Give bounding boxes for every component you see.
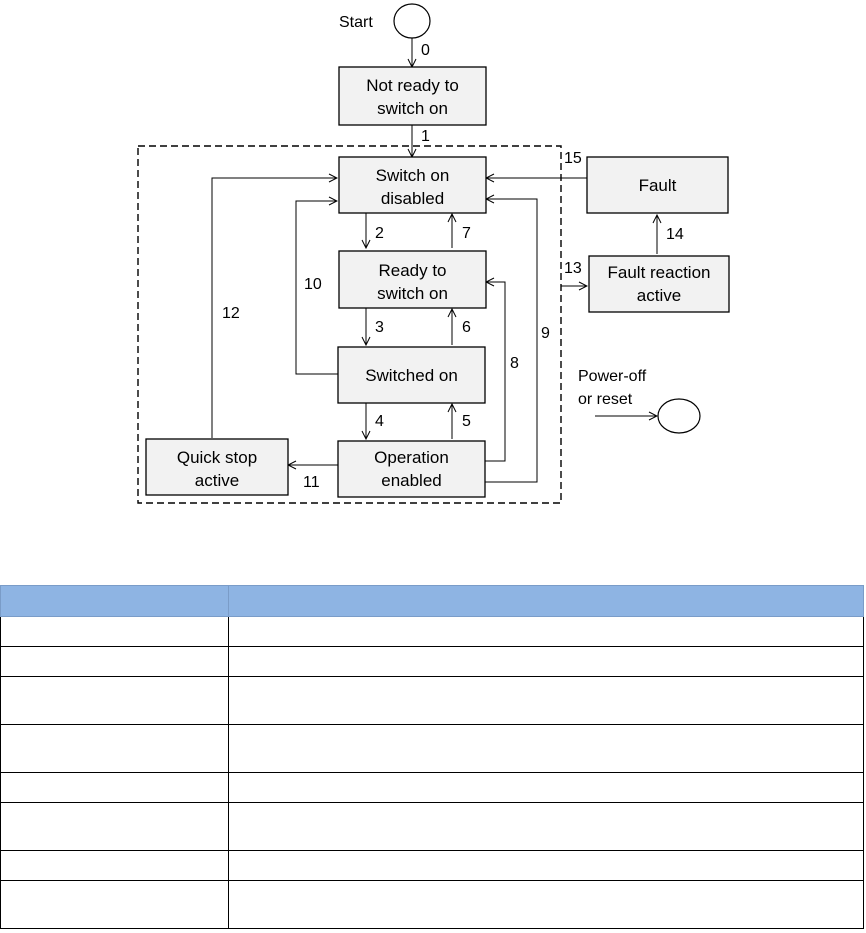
table-cell (228, 772, 864, 803)
dashed-boundary (137, 145, 562, 504)
edge-10 (295, 201, 338, 375)
table-row (0, 772, 864, 803)
transition-label-11: 11 (303, 474, 320, 491)
table-body (0, 616, 864, 929)
state-switch-on-disabled: Switch on disabled (338, 156, 487, 214)
table-cell (228, 616, 864, 647)
transition-label-8: 8 (510, 355, 519, 372)
table-cell (0, 646, 229, 677)
state-machine-diagram: Start Not ready to switch on Switch on d… (137, 3, 730, 504)
transition-label-10: 10 (304, 276, 322, 293)
svg-text:switch on: switch on (377, 284, 448, 303)
transition-label-1: 1 (421, 128, 430, 145)
table-row (0, 676, 864, 725)
table-cell (0, 880, 229, 929)
table-header-row (0, 585, 864, 617)
state-switched-on: Switched on (337, 346, 486, 404)
table-cell (0, 676, 229, 725)
transition-label-6: 6 (462, 319, 471, 336)
svg-text:disabled: disabled (381, 189, 444, 208)
svg-text:Operation: Operation (374, 448, 449, 467)
transition-label-14: 14 (666, 226, 684, 243)
transition-label-4: 4 (375, 413, 384, 430)
svg-text:Switched on: Switched on (365, 366, 458, 385)
transition-label-2: 2 (375, 225, 384, 242)
table-cell (228, 880, 864, 929)
table-cell (228, 646, 864, 677)
edge-9 (485, 199, 538, 483)
svg-text:active: active (195, 471, 239, 490)
svg-text:switch on: switch on (377, 99, 448, 118)
transition-label-5: 5 (462, 413, 471, 430)
svg-text:enabled: enabled (381, 471, 442, 490)
table-row (0, 850, 864, 881)
transition-label-3: 3 (375, 319, 384, 336)
state-not-ready: Not ready to switch on (338, 66, 487, 126)
table-cell (228, 850, 864, 881)
svg-text:active: active (637, 286, 681, 305)
state-operation-enabled: Operation enabled (337, 440, 486, 498)
state-quick-stop-active: Quick stop active (145, 438, 289, 496)
table-cell (228, 676, 864, 725)
svg-text:Fault: Fault (639, 176, 677, 195)
table-header-cell (0, 585, 229, 617)
table-cell (0, 802, 229, 851)
state-fault-reaction-active: Fault reaction active (588, 255, 730, 313)
table-cell (228, 724, 864, 773)
table-row (0, 646, 864, 677)
svg-text:Fault reaction: Fault reaction (608, 263, 711, 282)
transition-label-15: 15 (564, 150, 582, 167)
state-ready-to-switch-on: Ready to switch on (338, 250, 487, 309)
table-row (0, 616, 864, 647)
edge-8 (485, 282, 506, 462)
table-cell (228, 802, 864, 851)
transition-label-12: 12 (222, 305, 240, 322)
power-off-terminal (657, 398, 701, 434)
transition-table (0, 585, 864, 929)
table-header-cell (228, 585, 864, 617)
svg-text:Switch on: Switch on (376, 166, 450, 185)
transition-label-13: 13 (564, 260, 582, 277)
table-row (0, 802, 864, 851)
table-cell (0, 772, 229, 803)
edge-12 (211, 178, 337, 438)
table-cell (0, 616, 229, 647)
table-cell (0, 850, 229, 881)
state-fault: Fault (586, 156, 729, 214)
start-terminal (393, 3, 431, 39)
transition-label-9: 9 (541, 325, 550, 342)
transition-label-0: 0 (421, 42, 430, 59)
table-row (0, 880, 864, 929)
svg-text:Quick stop: Quick stop (177, 448, 257, 467)
power-off-label-line1: Power-off (578, 368, 647, 385)
start-label: Start (339, 14, 373, 31)
power-off-label-line2: or reset (578, 391, 633, 408)
table-row (0, 724, 864, 773)
svg-text:Not ready to: Not ready to (366, 76, 459, 95)
svg-text:Ready to: Ready to (378, 261, 446, 280)
table-cell (0, 724, 229, 773)
transition-label-7: 7 (462, 225, 471, 242)
